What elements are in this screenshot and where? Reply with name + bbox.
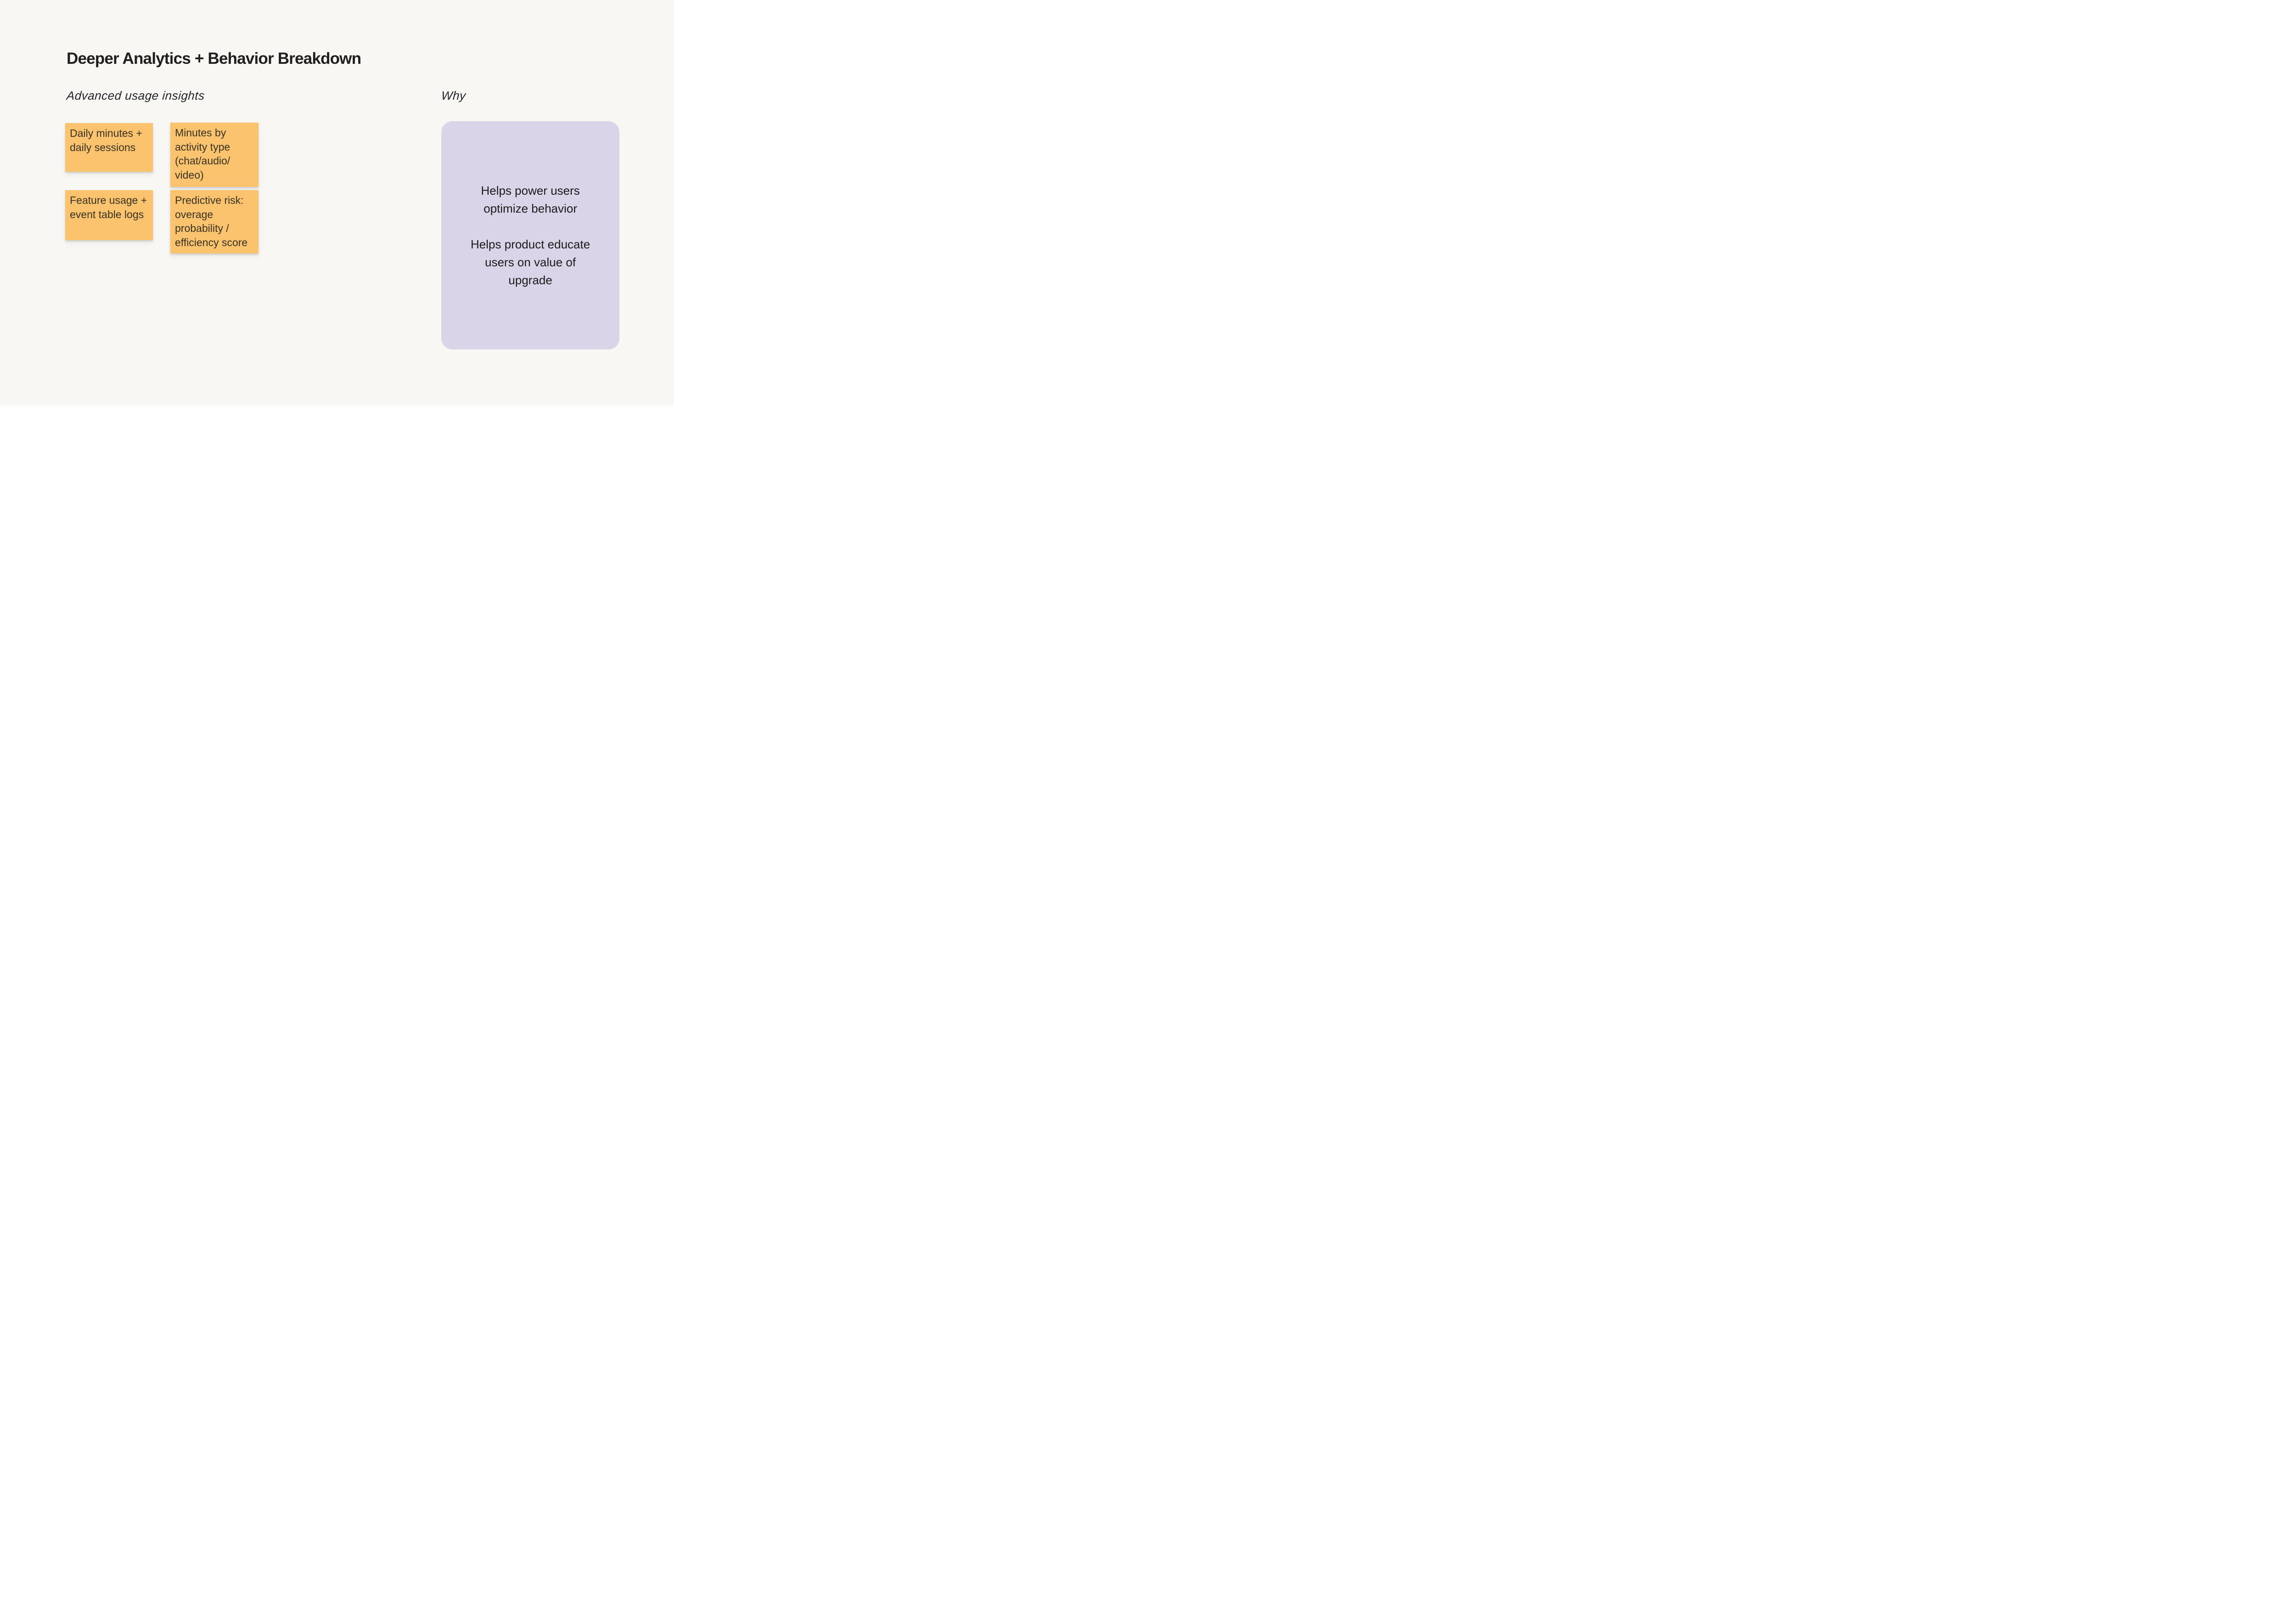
whiteboard-canvas: Deeper Analytics + Behavior Breakdown Ad… <box>0 0 674 405</box>
sticky-text-line: daily sessions <box>70 141 136 153</box>
sticky-text-line: event table logs <box>70 208 144 220</box>
sticky-text-line: efficiency score <box>175 236 248 248</box>
sticky-note-feature-usage[interactable]: Feature usage + event table logs <box>65 190 153 240</box>
page-title[interactable]: Deeper Analytics + Behavior Breakdown <box>67 50 361 68</box>
sticky-text-line: Daily minutes + <box>70 127 142 139</box>
why-text-line: optimize behavior <box>484 201 577 215</box>
sticky-note-predictive-risk[interactable]: Predictive risk: overage probability / e… <box>170 190 259 253</box>
sticky-text-line: probability / <box>175 222 229 234</box>
why-text-line: Helps product educate <box>470 237 591 251</box>
sticky-text-line: overage <box>175 208 214 220</box>
sticky-note-minutes-by-activity[interactable]: Minutes by activity type (chat/audio/ vi… <box>170 123 259 187</box>
sticky-text-line: Predictive risk: <box>175 194 244 206</box>
sticky-text-line: Feature usage + <box>70 194 147 206</box>
why-text-line: Helps power users <box>481 183 580 197</box>
insights-section-heading[interactable]: Advanced usage insights <box>66 89 205 102</box>
sticky-text-line: (chat/audio/ <box>175 155 231 167</box>
sticky-text-line: Minutes by <box>175 127 226 139</box>
why-text-line: users on value of <box>484 255 576 269</box>
why-panel[interactable]: Helps power users optimize behavior Help… <box>441 121 619 349</box>
why-paragraph-product-educate: Helps product educate users on value of … <box>471 236 590 289</box>
why-text-line: upgrade <box>508 273 552 287</box>
sticky-text-line: activity type <box>175 141 231 153</box>
sticky-note-daily-minutes[interactable]: Daily minutes + daily sessions <box>65 123 153 172</box>
why-section-heading[interactable]: Why <box>440 89 467 102</box>
sticky-text-line: video) <box>175 169 204 181</box>
why-paragraph-power-users: Helps power users optimize behavior <box>481 182 580 218</box>
